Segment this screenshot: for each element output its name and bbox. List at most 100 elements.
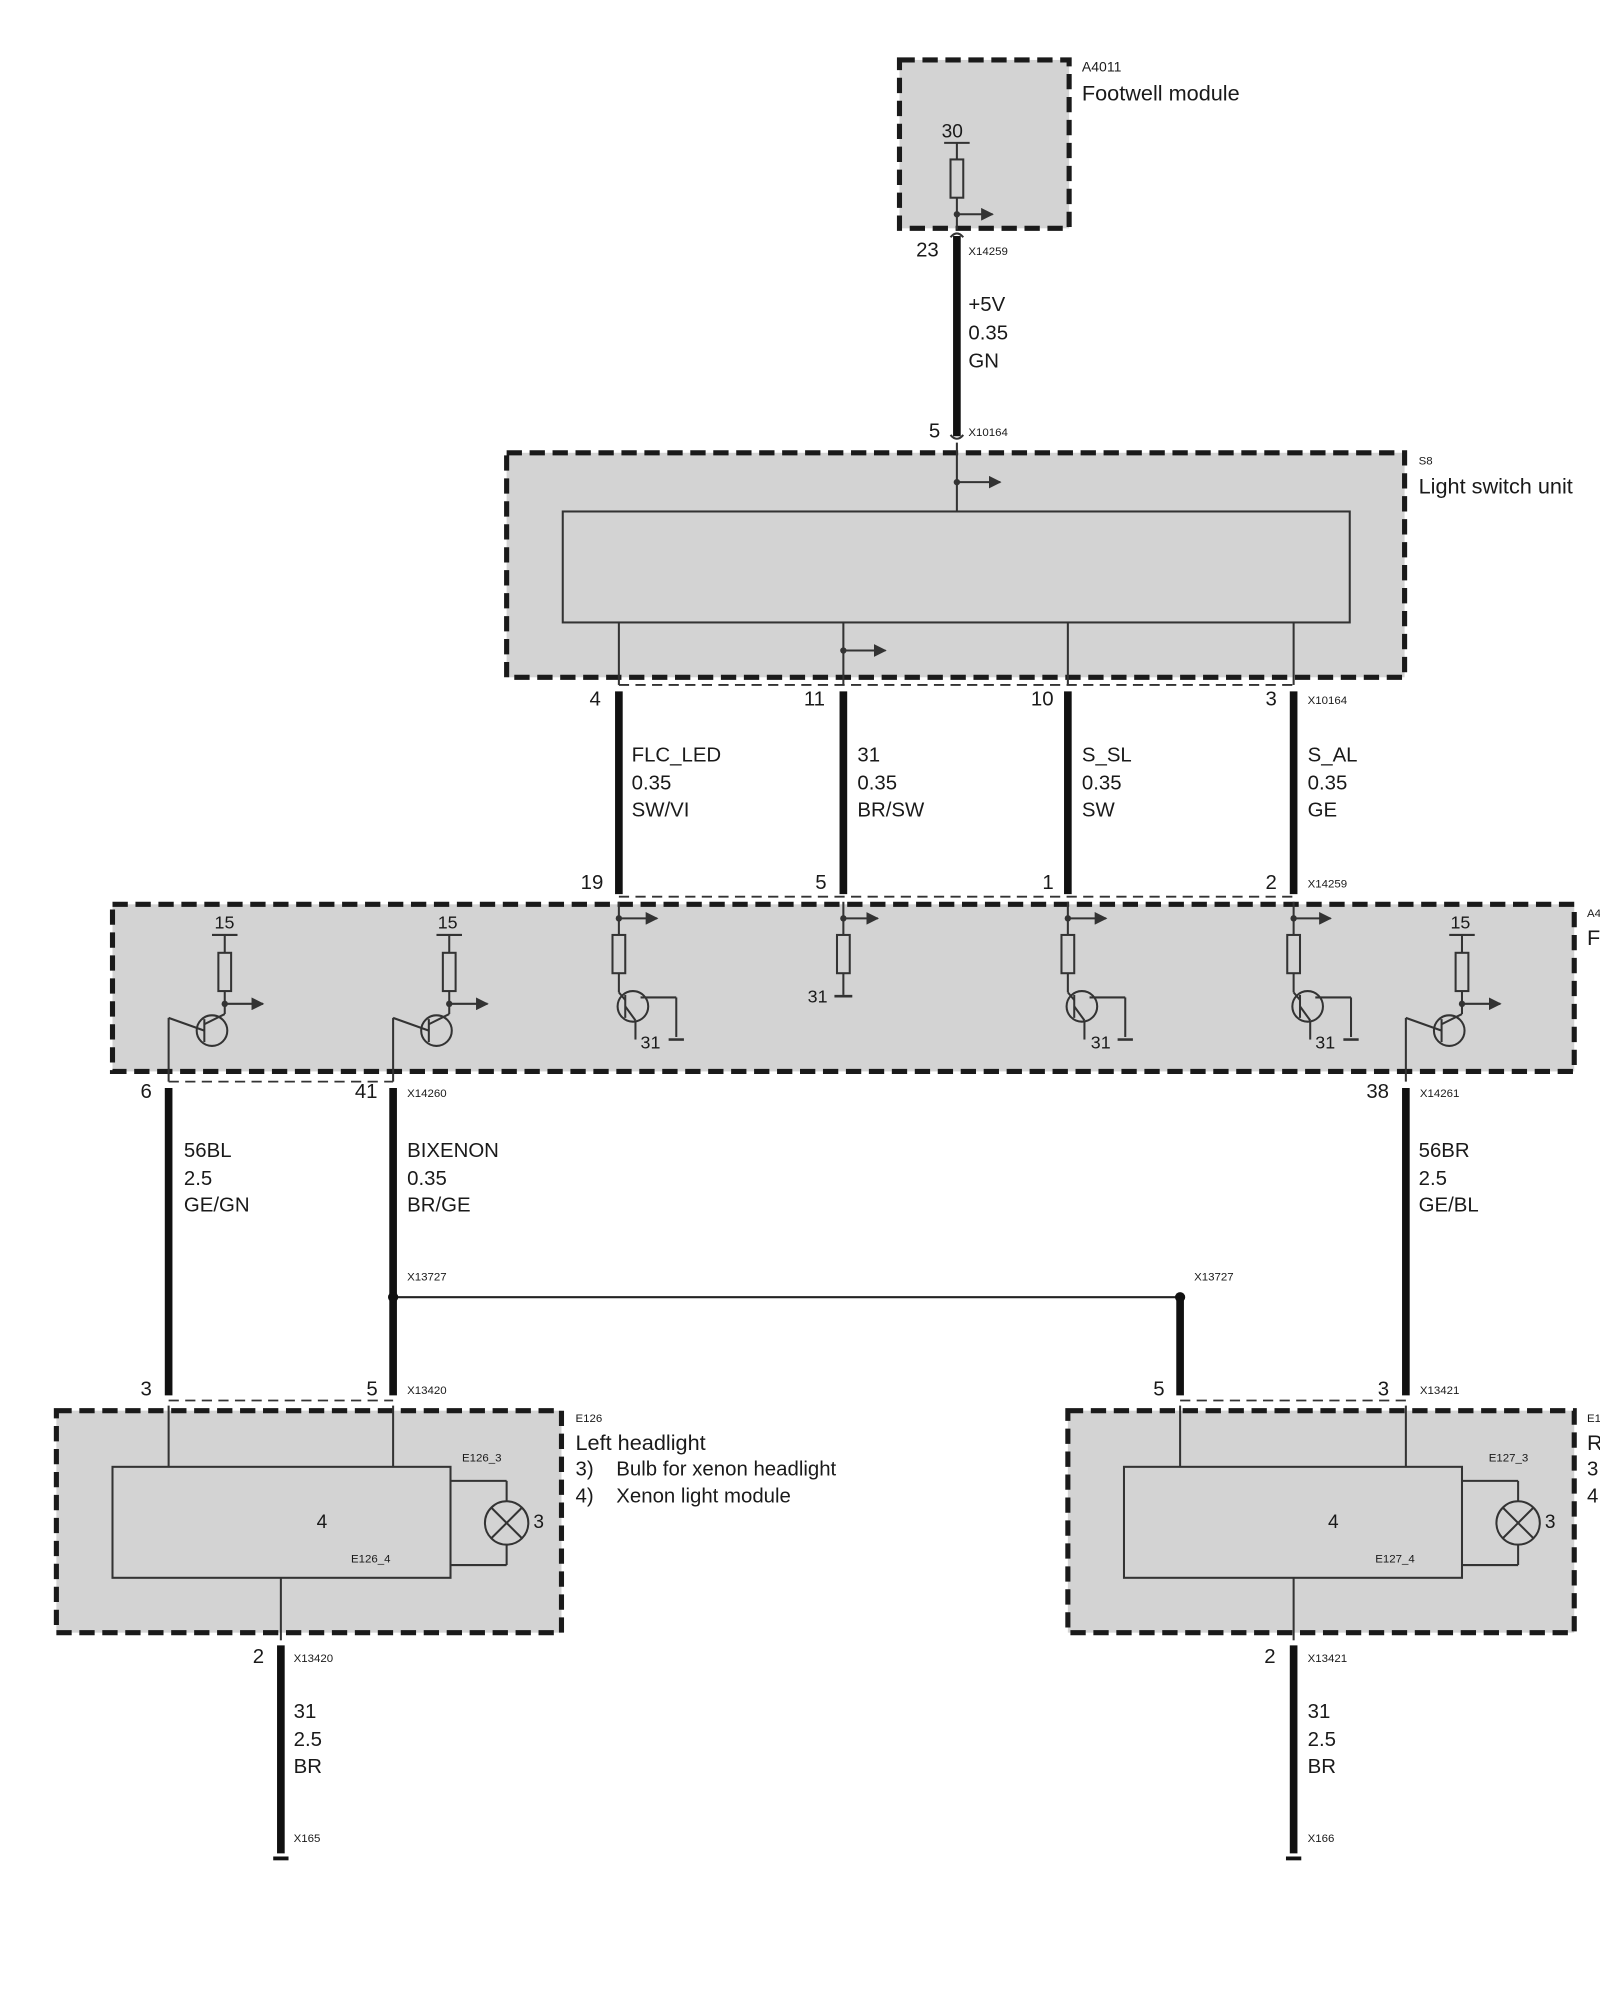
- wire-size: 0.35: [407, 1168, 447, 1190]
- connector-label: X13420: [294, 1653, 334, 1665]
- pin-2: 2: [1266, 872, 1277, 894]
- input-transistor: 31: [1060, 901, 1133, 1052]
- pin-5: 5: [1153, 1378, 1164, 1400]
- component-id: S8: [1419, 455, 1433, 467]
- ground-31-label: 31: [1091, 1032, 1111, 1052]
- wire-size: 2.5: [184, 1168, 212, 1190]
- terminal-15-label: 15: [438, 913, 458, 933]
- connector-label: X14260: [407, 1088, 447, 1100]
- input-transistor: 31: [611, 901, 684, 1052]
- transistor-driver: 15: [167, 913, 265, 1082]
- connector-label: X13420: [407, 1385, 447, 1397]
- transistor-driver: 15: [1404, 913, 1502, 1082]
- component-name: R: [1587, 1430, 1600, 1455]
- terminal-30-label: 30: [942, 122, 963, 143]
- transistor-icon: [1432, 1014, 1466, 1047]
- footwell-module-middle: A4 F 15 15: [109, 901, 1600, 1082]
- resistor-icon: [949, 158, 965, 199]
- wire-size: 0.35: [968, 322, 1008, 344]
- legend-note: 4: [1587, 1486, 1598, 1508]
- connector-label: X14259: [968, 246, 1008, 258]
- connector-label: X165: [294, 1833, 321, 1845]
- transistor-driver: 15: [392, 913, 489, 1082]
- wire-size: 0.35: [1082, 773, 1122, 795]
- wire-signal: 31: [1308, 1701, 1331, 1723]
- terminal-15-label: 15: [215, 913, 235, 933]
- component-name: F: [1587, 925, 1600, 950]
- right-headlight: E1 R 3 4 4 E127_4 E127_3 3: [1065, 1405, 1600, 1641]
- transistor-icon: [1065, 990, 1099, 1023]
- wire-color: BR: [1308, 1756, 1336, 1778]
- input-resistor: 31: [808, 901, 880, 1007]
- wire-signal: S_SL: [1082, 744, 1132, 766]
- component-name: Light switch unit: [1419, 474, 1573, 499]
- wire-signal: S_AL: [1308, 744, 1358, 766]
- wire-color: BR/SW: [857, 799, 925, 821]
- pin-5: 5: [815, 872, 826, 894]
- transistor-icon: [1291, 990, 1324, 1023]
- wire-size: 0.35: [1308, 773, 1348, 795]
- pin-10: 10: [1031, 688, 1054, 710]
- wire-signal: FLC_LED: [632, 744, 722, 766]
- connector-label: X13727: [1194, 1272, 1234, 1284]
- module-number: 4: [317, 1512, 328, 1533]
- splice-node: [388, 1292, 399, 1303]
- connector-label: X13421: [1420, 1385, 1460, 1397]
- xenon-module: [1122, 1465, 1464, 1579]
- connector-label: X13727: [407, 1272, 447, 1284]
- component-id: A4011: [1082, 58, 1122, 74]
- sub-component-id: E127_4: [1375, 1554, 1415, 1566]
- bulb-icon: [483, 1500, 530, 1546]
- transistor-icon: [195, 1014, 229, 1047]
- wire-color: GN: [968, 350, 999, 372]
- connector-label: X10164: [1308, 695, 1348, 707]
- bulb-number: 3: [533, 1512, 544, 1533]
- transistor-icon: [420, 1014, 453, 1047]
- connector-label: X14261: [1420, 1088, 1460, 1100]
- wire-size: 2.5: [1308, 1729, 1336, 1751]
- sub-component-id: E126_3: [462, 1453, 502, 1465]
- sub-component-id: E126_4: [351, 1554, 391, 1566]
- left-headlight: E126 Left headlight 3) Bulb for xenon he…: [53, 1405, 837, 1641]
- wire-signal: 56BR: [1419, 1140, 1470, 1162]
- ground-31-label: 31: [641, 1032, 661, 1052]
- wire-color: BR: [294, 1756, 322, 1778]
- transistor-icon: [616, 990, 650, 1023]
- wire-signal: +5V: [968, 294, 1005, 316]
- wire-signal: 31: [294, 1701, 317, 1723]
- pin-23: 23: [916, 239, 939, 261]
- wire-size: 0.35: [632, 773, 672, 795]
- module-number: 4: [1328, 1512, 1339, 1533]
- component-name: Left headlight: [576, 1430, 706, 1455]
- connector-label: X14259: [1308, 879, 1348, 891]
- component-name: Footwell module: [1082, 81, 1240, 106]
- input-transistor: 31: [1286, 901, 1359, 1052]
- connector-label: X13421: [1308, 1653, 1348, 1665]
- pin-4: 4: [590, 688, 601, 710]
- pin-1: 1: [1042, 872, 1053, 894]
- pin-5: 5: [366, 1378, 377, 1400]
- wire-color: GE: [1308, 799, 1337, 821]
- wire-color: SW: [1082, 799, 1116, 821]
- wire-signal: BIXENON: [407, 1140, 499, 1162]
- wire-size: 0.35: [857, 773, 897, 795]
- xenon-module: [111, 1465, 452, 1579]
- ground-31-label: 31: [1315, 1032, 1335, 1052]
- component-id: E1: [1587, 1413, 1600, 1425]
- wire-color: BR/GE: [407, 1195, 470, 1217]
- component-id: A4: [1587, 908, 1600, 920]
- wire-color: GE/BL: [1419, 1195, 1479, 1217]
- pin-19: 19: [581, 872, 604, 894]
- pin-6: 6: [141, 1081, 152, 1103]
- legend-note: 3: [1587, 1459, 1598, 1481]
- component-id: E126: [576, 1413, 603, 1425]
- pin-41: 41: [355, 1081, 378, 1103]
- pin-11: 11: [804, 688, 825, 710]
- sub-component-id: E127_3: [1489, 1453, 1529, 1465]
- wire-signal: 56BL: [184, 1140, 232, 1162]
- connector-label: X166: [1308, 1833, 1335, 1845]
- pin-3: 3: [141, 1378, 152, 1400]
- wire-size: 2.5: [1419, 1168, 1447, 1190]
- pin-2: 2: [1264, 1646, 1275, 1668]
